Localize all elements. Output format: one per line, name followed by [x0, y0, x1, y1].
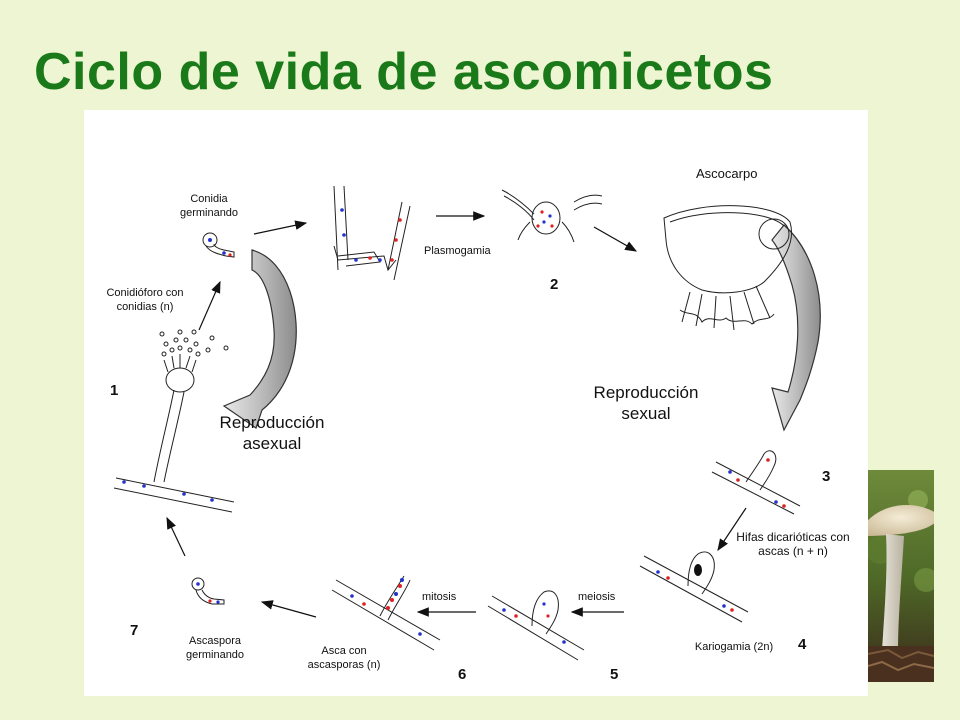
stage-number-3: 3: [822, 468, 831, 485]
stage-number-6: 6: [458, 666, 467, 683]
karyogamy-label: Kariogamia (2n): [694, 641, 774, 653]
ascospore-germinating-label: Ascaspora germinando: [185, 635, 245, 661]
asexual-cycle-arrow: [222, 249, 297, 429]
arrow-stage3-to-stage4: [717, 507, 747, 551]
stage-number-7: 7: [130, 622, 139, 639]
arrow-conidiophore-to-conidia: [198, 280, 221, 331]
slide-title: Ciclo de vida de ascomicetos: [34, 43, 774, 101]
conidiophore-label: Conidióforo con conidias (n): [106, 287, 184, 313]
ascocarp-label: Ascocarpo: [696, 166, 758, 181]
asexual-reproduction-label: Reproducción asexual: [219, 413, 325, 453]
life-cycle-diagram: Conidia germinando Conidióforo con conid…: [84, 110, 868, 696]
hyphae-fusion-illustration: [333, 185, 411, 281]
karyogamy-illustration: [639, 551, 749, 623]
dikaryotic-hyphae-label: Hifas dicarióticas con ascas (n + n): [736, 530, 850, 558]
dikaryotic-hypha-illustration: [711, 450, 801, 515]
plasmogamy-illustration: [501, 189, 603, 243]
sexual-reproduction-label: Reproducción sexual: [593, 383, 699, 423]
mitosis-label: mitosis: [422, 591, 457, 603]
conidia-germinating-illustration: [202, 232, 235, 258]
stage-number-4: 4: [798, 636, 807, 653]
mushroom-photo: [868, 470, 934, 682]
meiosis-illustration: [487, 590, 585, 661]
plasmogamy-label: Plasmogamia: [424, 245, 491, 257]
stage-number-2: 2: [550, 276, 559, 293]
ascocarp-illustration: [663, 205, 792, 331]
arrow-plasmogamy-to-ascocarp: [593, 226, 638, 252]
ascus-illustration: [331, 575, 441, 651]
arrow-conidia-to-hyphae: [253, 220, 308, 235]
arrow-ascus-to-ascospore: [260, 600, 317, 618]
stage-number-5: 5: [610, 666, 619, 683]
conidia-germinating-label: Conidia germinando: [179, 193, 239, 219]
ascus-label: Asca con ascasporas (n): [307, 645, 381, 671]
conidiophore-illustration: [113, 329, 235, 513]
ascospore-germinating-illustration: [191, 577, 225, 605]
arrow-ascospore-to-mycelium: [166, 516, 186, 557]
meiosis-label: meiosis: [578, 591, 616, 603]
sexual-cycle-arrow: [771, 224, 821, 432]
stage-number-1: 1: [110, 382, 119, 399]
